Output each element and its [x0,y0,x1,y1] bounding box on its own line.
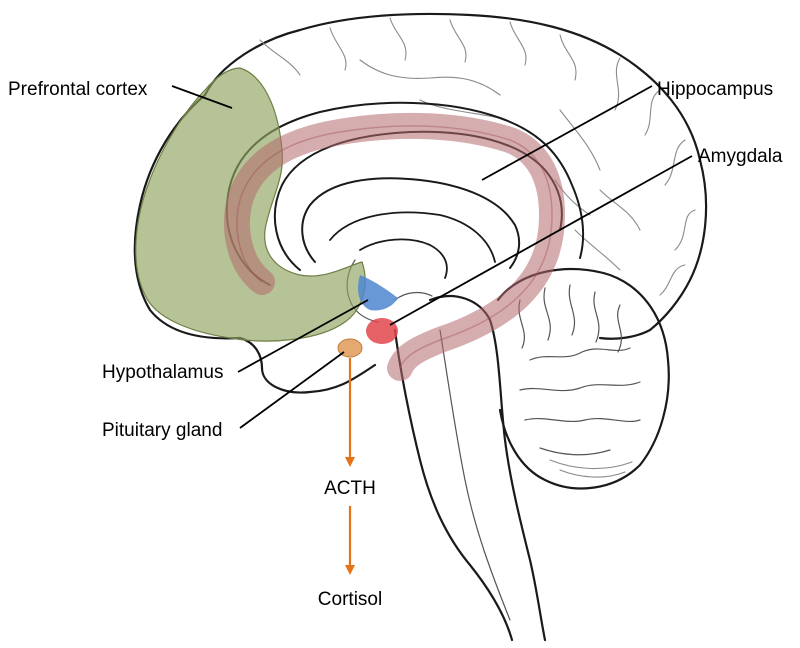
cerebellum-folia [518,284,641,456]
amygdala-region [366,318,398,344]
hippocampus-region [224,112,566,381]
fornix [329,211,496,279]
pituitary-gland-label: Pituitary gland [102,420,222,441]
hypothalamus-region [358,275,398,311]
gyrus-lines [259,17,696,296]
cortisol-label: Cortisol [318,589,382,610]
prefrontal-cortex-label: Prefrontal cortex [8,79,148,100]
hippocampus-label: Hippocampus [657,79,773,100]
cerebellum-outline [496,267,670,490]
hippocampus-edge [236,125,553,369]
hippocampus-leader [481,85,653,181]
brainstem-inner [439,329,511,621]
acth-label: ACTH [324,478,376,499]
corpus-callosum-inner [301,177,521,269]
amygdala-label: Amygdala [698,146,783,167]
pituitary-gland-leader [239,351,345,429]
cerebrum-outline [133,12,708,394]
hypothalamus-label: Hypothalamus [102,362,223,383]
cerebellum-arbor [549,459,633,478]
prefrontal-cortex-leader [171,85,233,109]
hypothalamus-leader [237,299,369,373]
amygdala-leader [389,155,693,326]
